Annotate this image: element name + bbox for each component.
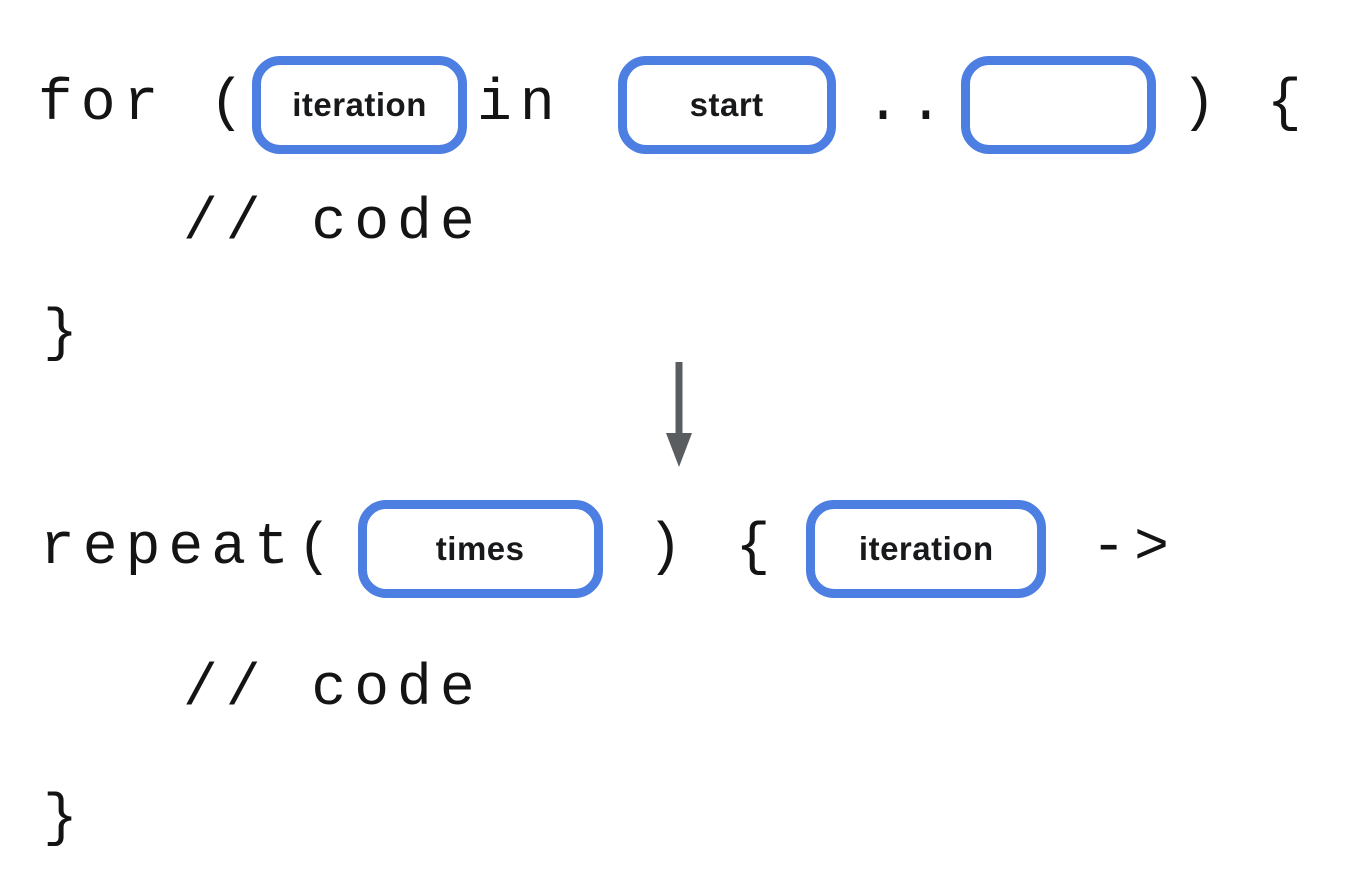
in-keyword: in bbox=[477, 72, 563, 137]
iteration-chip-2-label: iteration bbox=[858, 530, 994, 567]
down-arrow-icon bbox=[662, 360, 696, 470]
for-close-paren-brace: ) { bbox=[1181, 72, 1310, 137]
for-loop-header-line: for ( iteration in start .. ) { bbox=[0, 56, 1310, 154]
end-chip bbox=[961, 56, 1157, 154]
for-keyword: for ( bbox=[38, 72, 253, 137]
repeat-header-line: repeat( times ) { iteration -> bbox=[0, 500, 1177, 598]
repeat-keyword: repeat( bbox=[40, 516, 340, 581]
repeat-closing-brace: } bbox=[43, 787, 86, 852]
iteration-chip: iteration bbox=[252, 56, 468, 154]
iteration-chip-2: iteration bbox=[806, 500, 1047, 598]
times-chip: times bbox=[357, 500, 603, 598]
repeat-open-brace: { bbox=[735, 516, 779, 581]
iteration-chip-label: iteration bbox=[292, 86, 427, 123]
times-chip-label: times bbox=[435, 530, 525, 567]
range-operator: .. bbox=[865, 72, 952, 137]
down-arrow-svg bbox=[666, 362, 692, 467]
for-closing-brace: } bbox=[43, 302, 86, 367]
start-chip-label: start bbox=[689, 86, 764, 123]
start-chip: start bbox=[617, 56, 836, 154]
for-body-comment: // code bbox=[183, 191, 483, 256]
repeat-close-paren: ) bbox=[647, 516, 691, 581]
lambda-arrow-operator: -> bbox=[1091, 516, 1177, 581]
repeat-body-comment: // code bbox=[183, 657, 483, 722]
